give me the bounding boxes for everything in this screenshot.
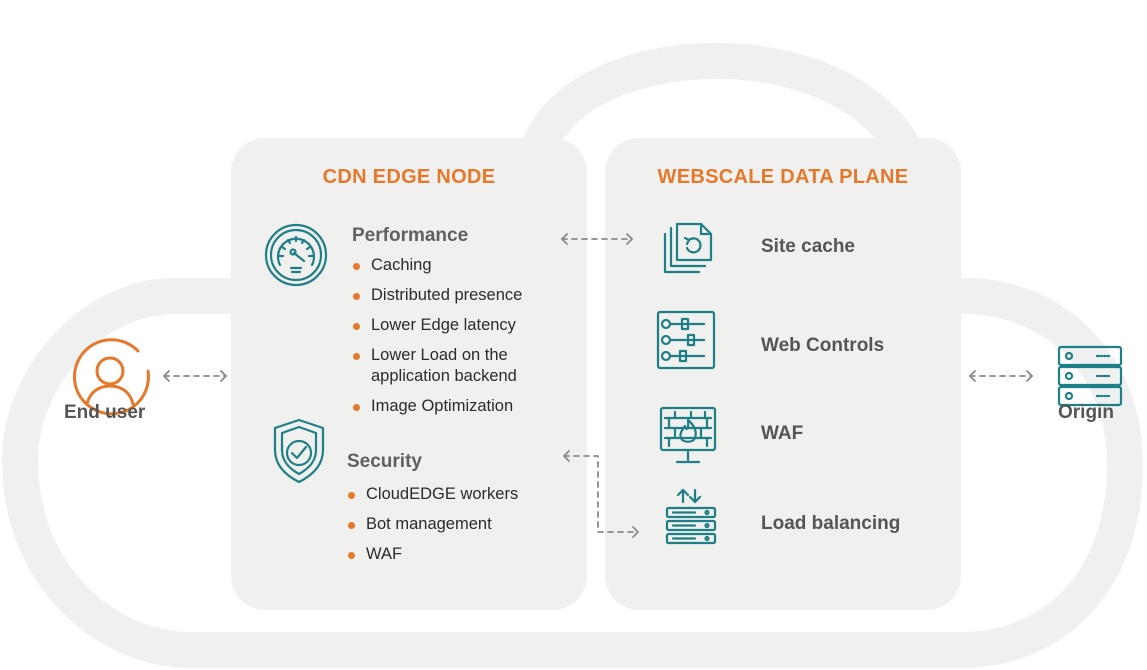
webscale-data-plane-title: WEBSCALE DATA PLANE (657, 166, 909, 188)
load-balancer-icon (665, 488, 717, 545)
list-item: Caching (352, 255, 577, 276)
cdn-edge-node-title: CDN EDGE NODE (322, 166, 496, 188)
shield-check-icon (273, 418, 325, 484)
performance-title: Performance (352, 225, 469, 246)
web-controls-label: Web Controls (761, 335, 885, 356)
list-item: CloudEDGE workers (347, 484, 577, 505)
list-item: Bot management (347, 514, 577, 535)
security-title: Security (347, 451, 422, 472)
list-item: Image Optimization (352, 396, 577, 417)
site-cache-label: Site cache (761, 236, 855, 257)
performance-list: Caching Distributed presence Lower Edge … (352, 255, 577, 417)
cdn-edge-node-panel: CDN EDGE NODE Performance Caching Distri… (231, 138, 587, 610)
connector-user-edge (162, 370, 228, 382)
load-balancing-label: Load balancing (761, 513, 901, 534)
security-list: CloudEDGE workers Bot management WAF (347, 484, 577, 565)
origin-label: Origin (1058, 402, 1114, 423)
end-user-label: End user (64, 402, 146, 423)
waf-label: WAF (761, 423, 804, 444)
site-cache-icon (663, 222, 713, 274)
user-icon (73, 338, 150, 416)
sliders-icon (656, 310, 716, 370)
connector-security-loadbalancing (563, 450, 639, 538)
list-item: WAF (347, 544, 577, 565)
firewall-monitor-icon (659, 406, 717, 464)
list-item: Lower Edge latency (352, 315, 577, 336)
list-item: Lower Load on the application backend (352, 345, 556, 387)
list-item: Distributed presence (352, 285, 577, 306)
connector-dataplane-origin (968, 370, 1034, 382)
speedometer-icon (264, 223, 328, 287)
connector-performance-sitecache (560, 233, 634, 245)
webscale-data-plane-panel: WEBSCALE DATA PLANE Site cache Web Contr… (605, 138, 961, 610)
server-stack-icon (1057, 345, 1123, 407)
